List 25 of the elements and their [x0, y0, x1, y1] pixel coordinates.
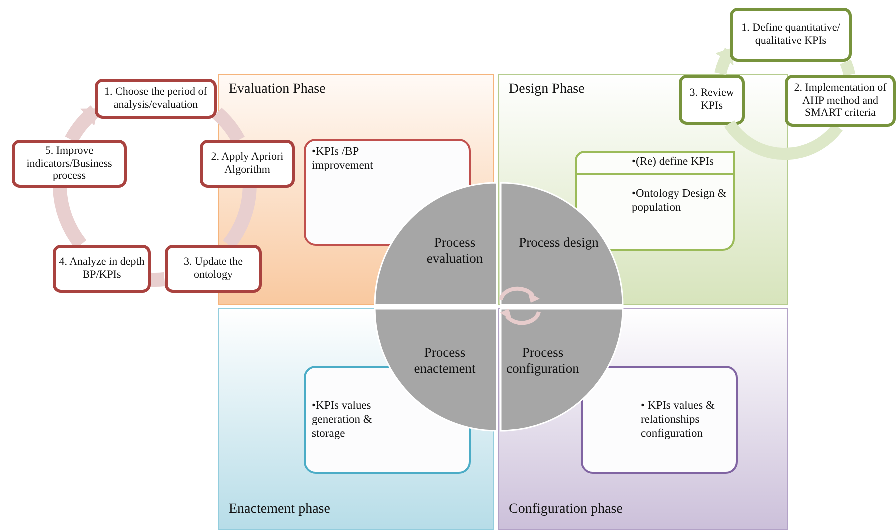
phase-title: Design Phase [509, 82, 585, 99]
activity-box [581, 366, 738, 474]
step-box: 3. Review KPIs [679, 75, 745, 125]
step-box: 3. Update the ontology [165, 245, 262, 293]
phase-title: Evaluation Phase [229, 82, 326, 99]
bullet-text: • KPIs values & relationships configuration [641, 400, 716, 442]
step-box: 2. Apply Apriori Algorithm [200, 140, 295, 188]
quadrant-label: Process design [519, 235, 599, 252]
step-box: 1. Define quantitative/ qualitative KPIs [730, 8, 852, 62]
cycle-arrow [714, 48, 736, 76]
phase-panel [498, 74, 788, 305]
quadrant-label: Process evaluation [426, 235, 484, 268]
step-box: 5. Improve indicators/Business process [12, 140, 127, 188]
phase-title: Enactement phase [229, 502, 330, 519]
step-box: 2. Implementation of AHP method and SMART criteria [785, 75, 896, 127]
bullet-text: •(Re) define KPIs [632, 156, 715, 170]
quadrant-label: Process configuration [506, 345, 580, 378]
phase-title: Configuration phase [509, 502, 623, 519]
step-box: 4. Analyze in depth BP/KPIs [53, 245, 151, 293]
quadrant-label: Process enactement [413, 345, 477, 378]
bullet-text: •KPIs /BP improvement [312, 146, 374, 174]
bullet-text: •Ontology Design & population [632, 188, 728, 216]
phase-panel [498, 308, 788, 530]
bullet-text: •KPIs values generation & storage [312, 400, 374, 442]
step-box: 1. Choose the period of analysis/evaluation [95, 79, 217, 119]
